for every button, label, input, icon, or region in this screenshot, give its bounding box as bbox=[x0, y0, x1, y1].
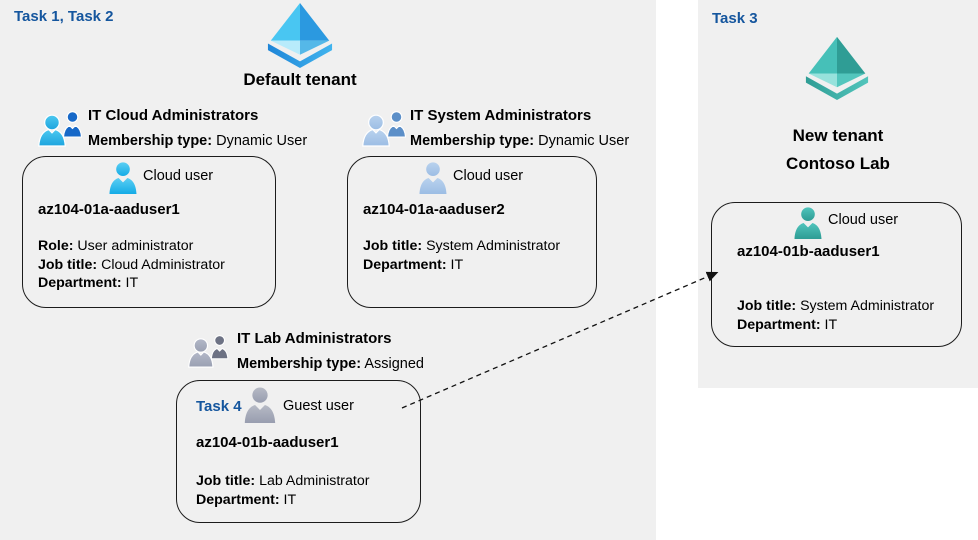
membership-type-system-admins: Membership type: Dynamic User bbox=[410, 133, 629, 149]
membership-value: Dynamic User bbox=[216, 133, 308, 149]
group-title-system-admins: IT System Administrators bbox=[410, 107, 592, 124]
default-tenant-panel bbox=[0, 0, 656, 540]
user-name: az104-01b-aaduser1 bbox=[737, 243, 880, 260]
user-type-label: Cloud user bbox=[143, 168, 214, 184]
membership-label: Membership type: bbox=[88, 133, 213, 149]
cloud-user-icon-teal bbox=[793, 207, 823, 239]
group-title-lab-admins: IT Lab Administrators bbox=[237, 330, 392, 347]
group-icon-lab-admins bbox=[188, 334, 232, 368]
task-3-label: Task 3 bbox=[712, 10, 758, 27]
user-field-job-title: Job title: System Administrator bbox=[737, 298, 935, 314]
user-field-department: Department: IT bbox=[737, 316, 838, 333]
user-field-department: Department: IT bbox=[363, 256, 464, 273]
user-type-label: Cloud user bbox=[828, 212, 899, 228]
membership-value: Assigned bbox=[364, 356, 424, 372]
guest-user-card bbox=[176, 380, 421, 523]
user-field-department: Department: IT bbox=[38, 275, 139, 291]
user-name: az104-01a-aaduser2 bbox=[363, 201, 505, 218]
guest-user-icon bbox=[243, 387, 277, 423]
new-tenant-label: New tenant Contoso Lab bbox=[698, 122, 978, 178]
membership-type-cloud-admins: Membership type: Dynamic User bbox=[88, 133, 307, 149]
new-tenant-line1: New tenant bbox=[792, 126, 884, 145]
membership-label: Membership type: bbox=[410, 133, 535, 149]
default-tenant-label: Default tenant bbox=[243, 70, 357, 89]
group-title-cloud-admins: IT Cloud Administrators bbox=[88, 107, 259, 124]
task-1-2-label: Task 1, Task 2 bbox=[14, 8, 114, 25]
user-type-label: Guest user bbox=[283, 398, 354, 414]
user-type-label: Cloud user bbox=[453, 168, 524, 184]
cloud-user-icon-bright bbox=[108, 162, 138, 194]
user-field-job-title: Job title: System Administrator bbox=[363, 238, 561, 254]
user-card-aaduser1 bbox=[22, 156, 276, 308]
user-field-department: Department: IT bbox=[196, 491, 297, 508]
user-field-job-title: Job title: Cloud Administrator bbox=[38, 256, 225, 273]
cloud-user-icon-steel bbox=[418, 162, 448, 194]
group-icon-system-admins bbox=[362, 110, 410, 147]
membership-type-lab-admins: Membership type: Assigned bbox=[237, 356, 424, 372]
membership-label: Membership type: bbox=[237, 356, 362, 372]
user-fields: Role: User administrator Job title: Clou… bbox=[38, 237, 225, 293]
user-fields: Job title: System Administrator Departme… bbox=[363, 237, 560, 274]
user-field-role: Role: User administrator bbox=[38, 238, 194, 254]
azure-ad-blue-icon bbox=[262, 2, 338, 68]
user-fields: Job title: System Administrator Departme… bbox=[737, 297, 934, 334]
task-4-label: Task 4 bbox=[196, 398, 242, 415]
user-name: az104-01b-aaduser1 bbox=[196, 434, 339, 451]
new-tenant-line2: Contoso Lab bbox=[786, 154, 890, 173]
user-fields: Job title: Lab Administrator Department:… bbox=[196, 472, 369, 509]
user-name: az104-01a-aaduser1 bbox=[38, 201, 180, 218]
group-icon-cloud-admins bbox=[38, 110, 86, 147]
user-field-job-title: Job title: Lab Administrator bbox=[196, 473, 370, 489]
membership-value: Dynamic User bbox=[538, 133, 630, 149]
azure-ad-teal-icon bbox=[800, 36, 874, 100]
